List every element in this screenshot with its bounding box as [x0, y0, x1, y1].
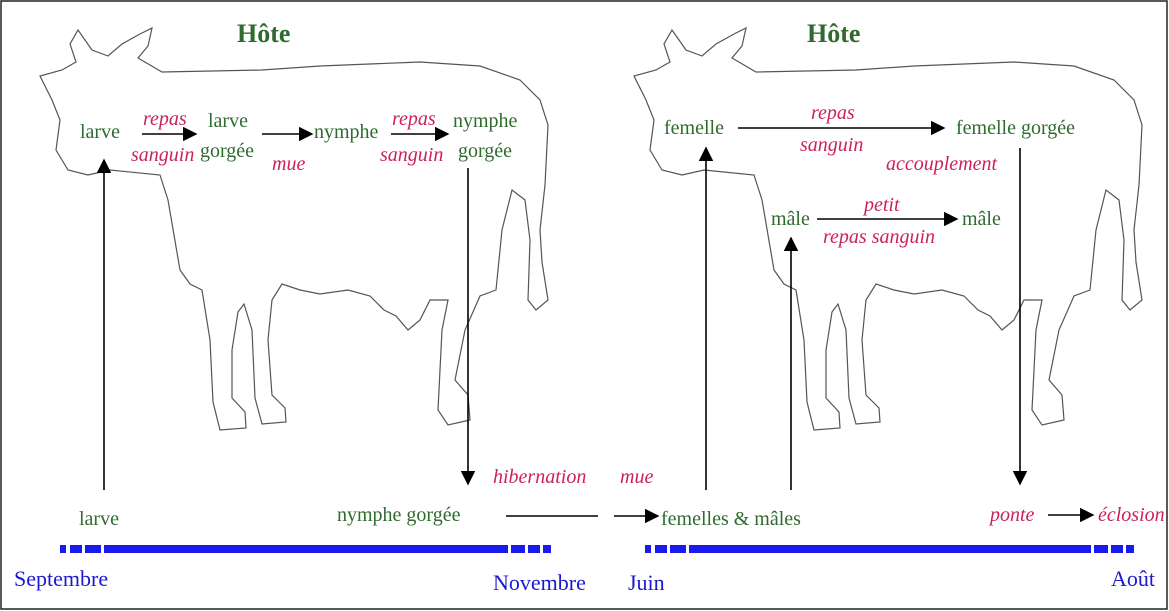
- right-timeline-bar: [645, 545, 1134, 553]
- left-cow-outline: [40, 28, 548, 430]
- bottom-mue: mue: [620, 466, 653, 488]
- right-event-repas-line2: sanguin: [800, 134, 863, 156]
- bottom-nymphe-gorgee: nymphe gorgée: [337, 504, 461, 526]
- right-stage-male-2: mâle: [962, 208, 1001, 230]
- right-event-repas-line1: repas: [811, 102, 855, 124]
- timeline-label-novembre: Novembre: [493, 570, 586, 595]
- left-event-repas2-line1: repas: [392, 108, 436, 130]
- right-stage-male: mâle: [771, 208, 810, 230]
- left-stage-larve-gorgee-line2: gorgée: [200, 140, 254, 162]
- left-event-repas1-line1: repas: [143, 108, 187, 130]
- right-stage-femelle-gorgee: femelle gorgée: [956, 117, 1075, 139]
- bottom-larve: larve: [79, 508, 119, 530]
- left-event-repas2-line2: sanguin: [380, 144, 443, 166]
- right-event-petit-repas: repas sanguin: [823, 226, 935, 248]
- timeline-label-juin: Juin: [628, 570, 665, 595]
- right-host-title: Hôte: [807, 19, 860, 48]
- bottom-eclosion: éclosion: [1098, 504, 1165, 526]
- right-event-petit: petit: [862, 194, 900, 216]
- bottom-hibernation: hibernation: [493, 466, 586, 488]
- left-stage-nymphe-gorgee-line2: gorgée: [458, 140, 512, 162]
- left-stage-nymphe: nymphe: [314, 121, 379, 143]
- left-stage-nymphe-gorgee-line1: nymphe: [453, 110, 518, 132]
- timeline-label-septembre: Septembre: [14, 566, 108, 591]
- timeline-label-aout: Août: [1111, 566, 1155, 591]
- bottom-ponte: ponte: [988, 504, 1035, 526]
- left-host-title: Hôte: [237, 19, 290, 48]
- right-stage-femelle: femelle: [664, 117, 724, 139]
- left-stage-larve-gorgee-line1: larve: [208, 110, 248, 132]
- left-timeline-bar: [60, 545, 551, 553]
- bottom-femelles-males: femelles & mâles: [661, 508, 801, 530]
- left-event-repas1-line2: sanguin: [131, 144, 194, 166]
- right-event-accouplement: accouplement: [886, 153, 998, 175]
- left-stage-larve: larve: [80, 121, 120, 143]
- left-event-mue: mue: [272, 153, 305, 175]
